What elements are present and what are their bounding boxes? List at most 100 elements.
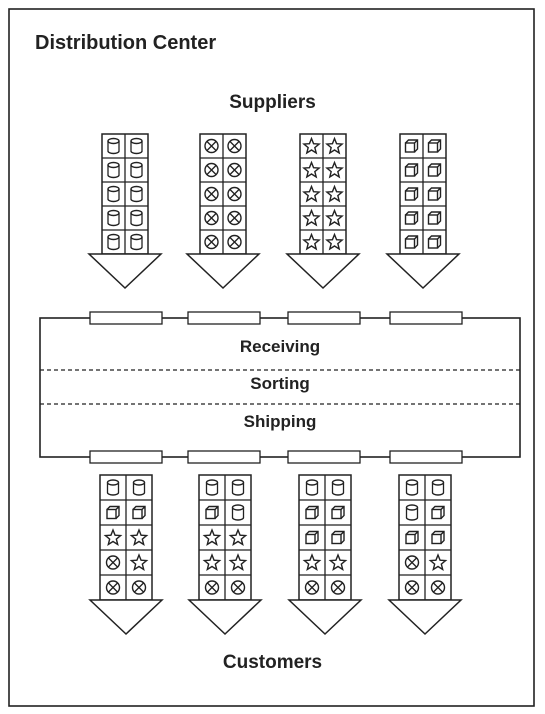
star-icon xyxy=(428,553,448,572)
box-icon xyxy=(132,505,146,520)
supplier-pallet-column xyxy=(185,133,261,290)
box-icon xyxy=(305,505,319,520)
star-icon xyxy=(103,528,123,547)
box-icon xyxy=(405,530,419,545)
cylinder-icon xyxy=(231,479,245,496)
customer-pallet-column xyxy=(387,474,463,636)
star-icon xyxy=(325,136,344,155)
star-icon xyxy=(302,553,322,572)
cylinder-icon xyxy=(130,233,143,251)
cylinder-icon xyxy=(106,479,120,496)
customer-arrow-head xyxy=(187,599,263,636)
cylinder-icon xyxy=(132,479,146,496)
box-icon xyxy=(404,211,419,225)
warehouse-body xyxy=(39,317,521,458)
circle-x-icon xyxy=(404,555,420,570)
circle-x-icon xyxy=(204,138,219,154)
cylinder-icon xyxy=(431,479,445,496)
cylinder-icon xyxy=(107,185,120,203)
box-icon xyxy=(427,235,442,249)
cylinder-icon xyxy=(107,233,120,251)
shipping-label: Shipping xyxy=(243,412,317,431)
suppliers-label: Suppliers xyxy=(229,92,316,113)
shipping-dock-door xyxy=(89,450,163,464)
star-icon xyxy=(328,553,348,572)
circle-x-icon xyxy=(430,580,446,595)
shipping-dock-door xyxy=(187,450,261,464)
cylinder-icon xyxy=(107,209,120,227)
customer-pallet-column xyxy=(287,474,363,636)
star-icon xyxy=(325,232,344,251)
supplier-arrow-head xyxy=(87,253,163,290)
circle-x-icon xyxy=(227,210,242,226)
circle-x-icon xyxy=(204,186,219,202)
box-icon xyxy=(427,139,442,153)
box-icon xyxy=(431,530,445,545)
box-icon xyxy=(431,505,445,520)
customer-pallet-column xyxy=(88,474,164,636)
star-icon xyxy=(228,528,248,547)
box-icon xyxy=(404,235,419,249)
star-icon xyxy=(325,184,344,203)
shipping-dock-door xyxy=(287,450,361,464)
diagram-title: Distribution Center xyxy=(35,32,217,54)
star-icon xyxy=(228,553,248,572)
box-icon xyxy=(106,505,120,520)
circle-x-icon xyxy=(227,234,242,250)
cylinder-icon xyxy=(130,137,143,155)
customer-arrow-head xyxy=(387,599,463,636)
receiving-label: Receiving xyxy=(239,337,321,356)
box-icon xyxy=(427,211,442,225)
receiving-dock-door xyxy=(287,311,361,325)
box-icon xyxy=(331,505,345,520)
circle-x-icon xyxy=(330,580,346,595)
box-icon xyxy=(331,530,345,545)
circle-x-icon xyxy=(230,580,246,595)
cylinder-icon xyxy=(331,479,345,496)
star-icon xyxy=(302,136,321,155)
customer-arrow-head xyxy=(88,599,164,636)
star-icon xyxy=(129,553,149,572)
supplier-pallet-column xyxy=(87,133,163,290)
receiving-dock-door xyxy=(89,311,163,325)
outer-border xyxy=(8,8,535,707)
circle-x-icon xyxy=(105,580,121,595)
box-icon xyxy=(205,505,219,520)
receiving-dock-door xyxy=(389,311,463,325)
supplier-arrow-head xyxy=(185,253,261,290)
circle-x-icon xyxy=(227,186,242,202)
customer-pallet-column xyxy=(187,474,263,636)
cylinder-icon xyxy=(130,161,143,179)
circle-x-icon xyxy=(304,580,320,595)
cylinder-icon xyxy=(405,504,419,521)
sorting-label: Sorting xyxy=(250,374,310,393)
circle-x-icon xyxy=(204,210,219,226)
customer-arrow-head xyxy=(287,599,363,636)
circle-x-icon xyxy=(404,580,420,595)
customers-label: Customers xyxy=(222,652,323,673)
circle-x-icon xyxy=(131,580,147,595)
box-icon xyxy=(427,163,442,177)
box-icon xyxy=(404,139,419,153)
star-icon xyxy=(202,528,222,547)
circle-x-icon xyxy=(204,162,219,178)
star-icon xyxy=(302,208,321,227)
star-icon xyxy=(302,232,321,251)
supplier-arrow-head xyxy=(285,253,361,290)
cylinder-icon xyxy=(405,479,419,496)
cylinder-icon xyxy=(130,209,143,227)
cylinder-icon xyxy=(107,137,120,155)
star-icon xyxy=(129,528,149,547)
circle-x-icon xyxy=(204,580,220,595)
star-icon xyxy=(302,184,321,203)
box-icon xyxy=(305,530,319,545)
cylinder-icon xyxy=(205,479,219,496)
shipping-dock-door xyxy=(389,450,463,464)
box-icon xyxy=(427,187,442,201)
star-icon xyxy=(325,160,344,179)
circle-x-icon xyxy=(227,138,242,154)
supplier-pallet-column xyxy=(285,133,361,290)
circle-x-icon xyxy=(227,162,242,178)
